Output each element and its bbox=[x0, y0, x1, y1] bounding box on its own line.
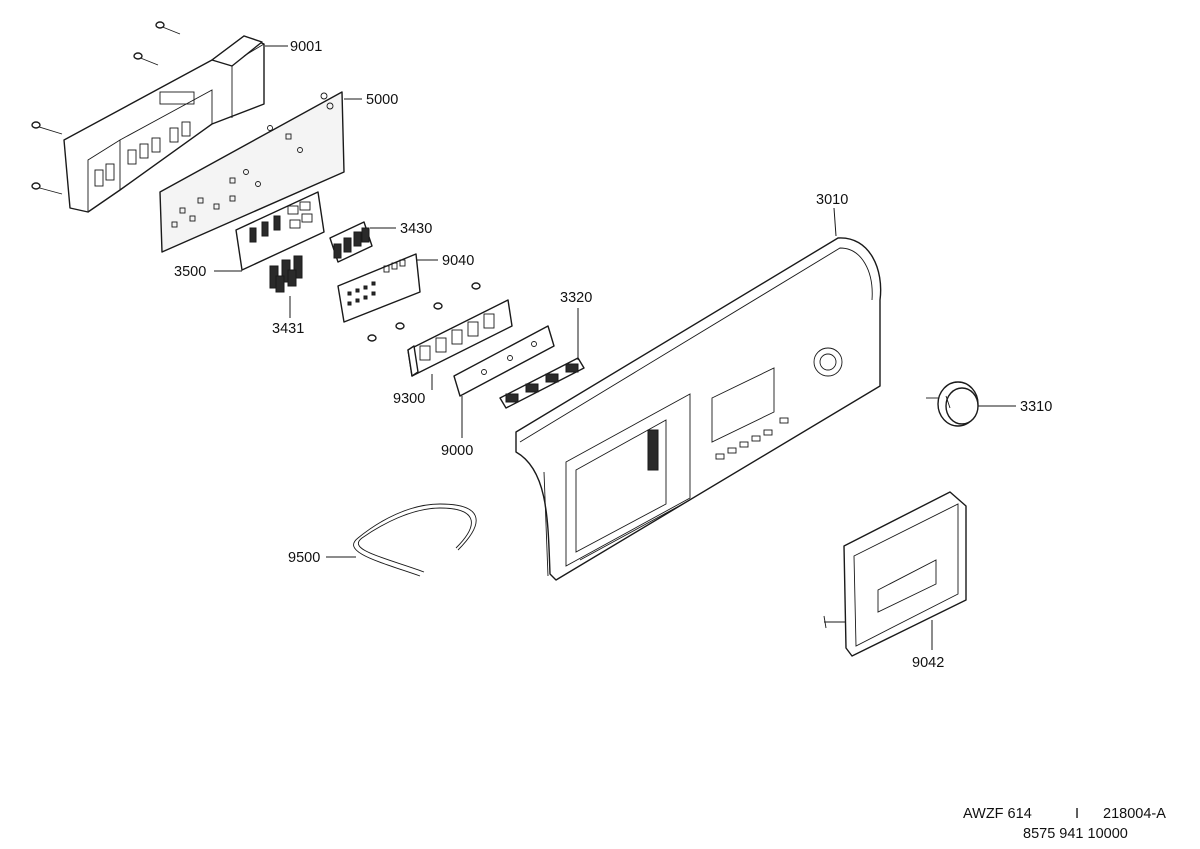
label-5000: 5000 bbox=[366, 92, 398, 108]
panel-button-row bbox=[715, 417, 789, 460]
screw bbox=[31, 121, 63, 135]
label-3430: 3430 bbox=[400, 221, 432, 237]
springs-3431 bbox=[269, 255, 303, 293]
screw bbox=[31, 182, 63, 195]
label-3320: 3320 bbox=[560, 290, 592, 306]
screw bbox=[133, 52, 159, 66]
key-carrier-3500 bbox=[235, 191, 325, 271]
control-panel-3010 bbox=[515, 237, 882, 581]
label-9001: 9001 bbox=[290, 39, 322, 55]
push-buttons-3320 bbox=[499, 357, 585, 409]
button-cluster-3430 bbox=[329, 221, 373, 263]
drawing-code: 218004-A bbox=[1103, 806, 1166, 822]
indicator-foil-9040 bbox=[337, 253, 421, 323]
label-3310: 3310 bbox=[1020, 399, 1052, 415]
label-3010: 3010 bbox=[816, 192, 848, 208]
light-guide-9000 bbox=[453, 325, 555, 397]
screw bbox=[155, 21, 181, 35]
fastener-group bbox=[367, 282, 481, 342]
part-number: 8575 941 10000 bbox=[1023, 826, 1128, 842]
separator: I bbox=[1075, 806, 1080, 822]
button-bar-9300 bbox=[407, 299, 513, 377]
label-9042: 9042 bbox=[912, 655, 944, 671]
label-3431: 3431 bbox=[272, 321, 304, 337]
label-3500: 3500 bbox=[174, 264, 206, 280]
label-9500: 9500 bbox=[288, 550, 320, 566]
model-name: AWZF 614 bbox=[963, 806, 1032, 822]
drawer-handle-9042 bbox=[823, 491, 967, 657]
knob-3310 bbox=[926, 381, 979, 427]
screw-group bbox=[31, 21, 181, 195]
frame-housing-9001 bbox=[63, 35, 265, 213]
label-9000: 9000 bbox=[441, 443, 473, 459]
label-9040: 9040 bbox=[442, 253, 474, 269]
pcb-board-5000 bbox=[159, 91, 345, 253]
wire-9500 bbox=[353, 503, 477, 577]
label-9300: 9300 bbox=[393, 391, 425, 407]
